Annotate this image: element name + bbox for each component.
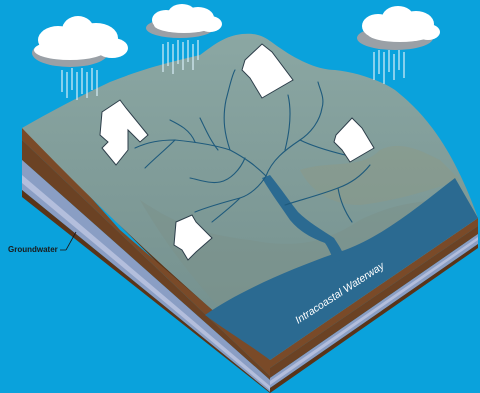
groundwater-label: Groundwater [8,245,58,254]
